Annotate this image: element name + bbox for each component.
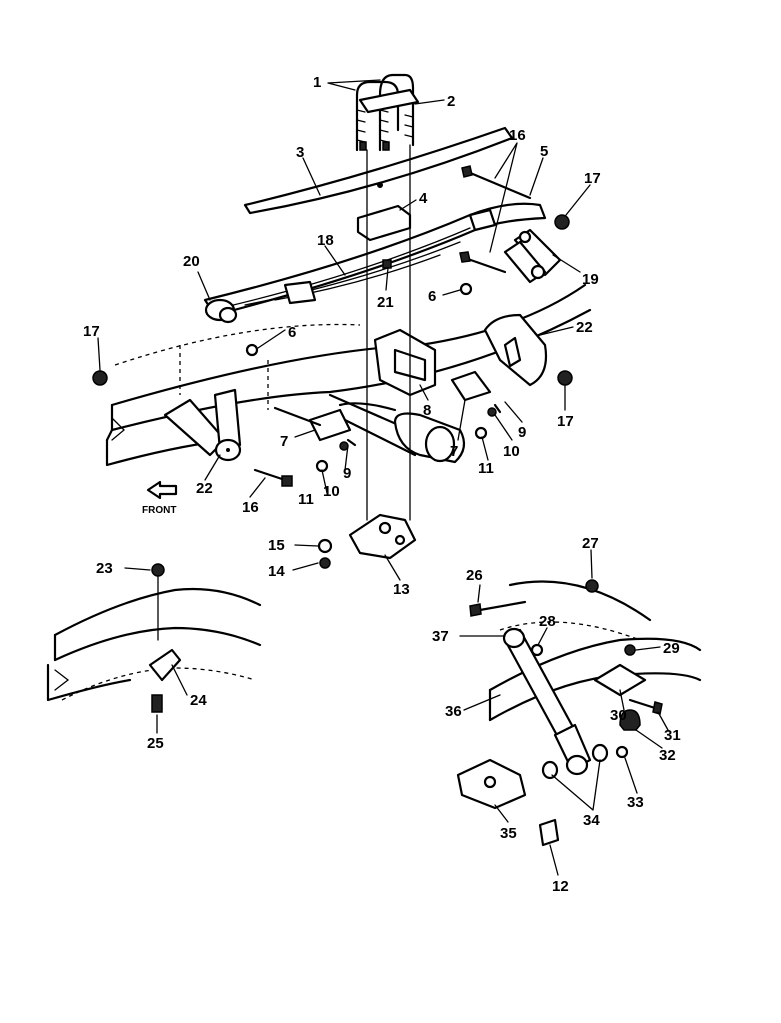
nut-17-right-hanger [557, 370, 573, 386]
hardware-9-10-11 [273, 403, 502, 473]
callout-3: 3 [296, 144, 304, 161]
shackle-bolts [253, 165, 532, 487]
callout-2: 2 [447, 93, 455, 110]
nut-17-left [92, 370, 108, 386]
callout-7-left: 7 [280, 433, 288, 450]
u-bolts [355, 73, 415, 152]
axle-spring-seat [373, 328, 437, 397]
lower-plate-35 [456, 758, 527, 810]
callout-24: 24 [190, 692, 207, 709]
auxiliary-spring-leaf [243, 126, 514, 215]
front-spring-hanger [163, 388, 242, 462]
callout-9-left: 9 [343, 465, 351, 482]
callout-33: 33 [627, 794, 644, 811]
bolt-31 [628, 698, 663, 715]
bumper-bracket-24 [148, 648, 182, 682]
callout-35: 35 [500, 825, 517, 842]
callout-14: 14 [268, 563, 285, 580]
nut-33 [615, 745, 629, 759]
grommet-34b [591, 743, 609, 763]
front-label: FRONT [142, 505, 176, 516]
bumper-bracket-30 [593, 663, 647, 697]
washer-15 [317, 538, 333, 554]
callout-32: 32 [659, 747, 676, 764]
spring-plate [358, 88, 420, 114]
callout-20: 20 [183, 253, 200, 270]
bolt-25 [151, 694, 163, 713]
callout-25: 25 [147, 735, 164, 752]
callout-30: 30 [610, 707, 627, 724]
nut-6-left [245, 343, 259, 357]
callout-18: 18 [317, 232, 334, 249]
shock-bracket-7-right [450, 370, 492, 402]
callout-21: 21 [377, 294, 394, 311]
nut-14 [319, 557, 331, 569]
bumper-detail-frame [46, 569, 262, 702]
callout-22-left: 22 [196, 480, 213, 497]
shock-bracket-7-left [308, 408, 352, 442]
leader-lines [97, 79, 669, 876]
nut-17-right-top [554, 214, 570, 230]
front-spring-eye [204, 298, 238, 324]
callout-17-left: 17 [83, 323, 100, 340]
lower-spring-plate [348, 513, 417, 560]
callout-9-right: 9 [518, 424, 526, 441]
callout-31: 31 [664, 727, 681, 744]
assembly-guide-lines [267, 144, 411, 521]
callout-36: 36 [445, 703, 462, 720]
callout-37: 37 [432, 628, 449, 645]
callout-23: 23 [96, 560, 113, 577]
callout-29: 29 [663, 640, 680, 657]
callout-22-right: 22 [576, 319, 593, 336]
front-direction-arrow: FRONT [142, 480, 178, 516]
callout-4: 4 [419, 190, 428, 207]
grommet-34a [541, 760, 559, 780]
callout-6-right: 6 [428, 288, 436, 305]
callout-16-top: 16 [509, 127, 526, 144]
clip-12 [538, 818, 560, 847]
callout-1: 1 [313, 74, 321, 91]
callout-19: 19 [582, 271, 599, 288]
nut-27 [585, 579, 599, 593]
callout-15: 15 [268, 537, 285, 554]
spacer-block [356, 204, 412, 242]
washer-28 [530, 643, 544, 657]
main-leaf-spring [203, 202, 547, 317]
rear-spring-hanger [483, 313, 548, 387]
callout-13: 13 [393, 581, 410, 598]
callout-10-left: 10 [323, 483, 340, 500]
callout-12: 12 [552, 878, 569, 895]
callout-26: 26 [466, 567, 483, 584]
callout-28: 28 [539, 613, 556, 630]
callout-labels: 1 2 3 4 5 16 17 18 19 20 21 6 6 17 22 17… [83, 74, 681, 895]
nut-29 [624, 644, 636, 656]
callout-11-right: 11 [478, 460, 494, 477]
callout-7-right: 7 [450, 443, 458, 460]
rear-shackle [503, 228, 562, 284]
callout-8: 8 [423, 402, 431, 419]
nut-6-right [459, 282, 473, 296]
callout-16-bottom: 16 [242, 499, 259, 516]
bumper-32 [619, 709, 641, 731]
nut-23 [151, 563, 165, 577]
axle-housing [328, 393, 466, 464]
callout-5: 5 [540, 143, 548, 160]
callout-6-left: 6 [288, 324, 296, 341]
callout-34: 34 [583, 812, 600, 829]
callout-17-right: 17 [557, 413, 574, 430]
callout-11-left: 11 [298, 491, 314, 508]
callout-27: 27 [582, 535, 599, 552]
bolt-26 [469, 600, 527, 617]
shock-absorber [502, 627, 592, 776]
callout-17-top: 17 [584, 170, 601, 187]
callout-10-right: 10 [503, 443, 520, 460]
